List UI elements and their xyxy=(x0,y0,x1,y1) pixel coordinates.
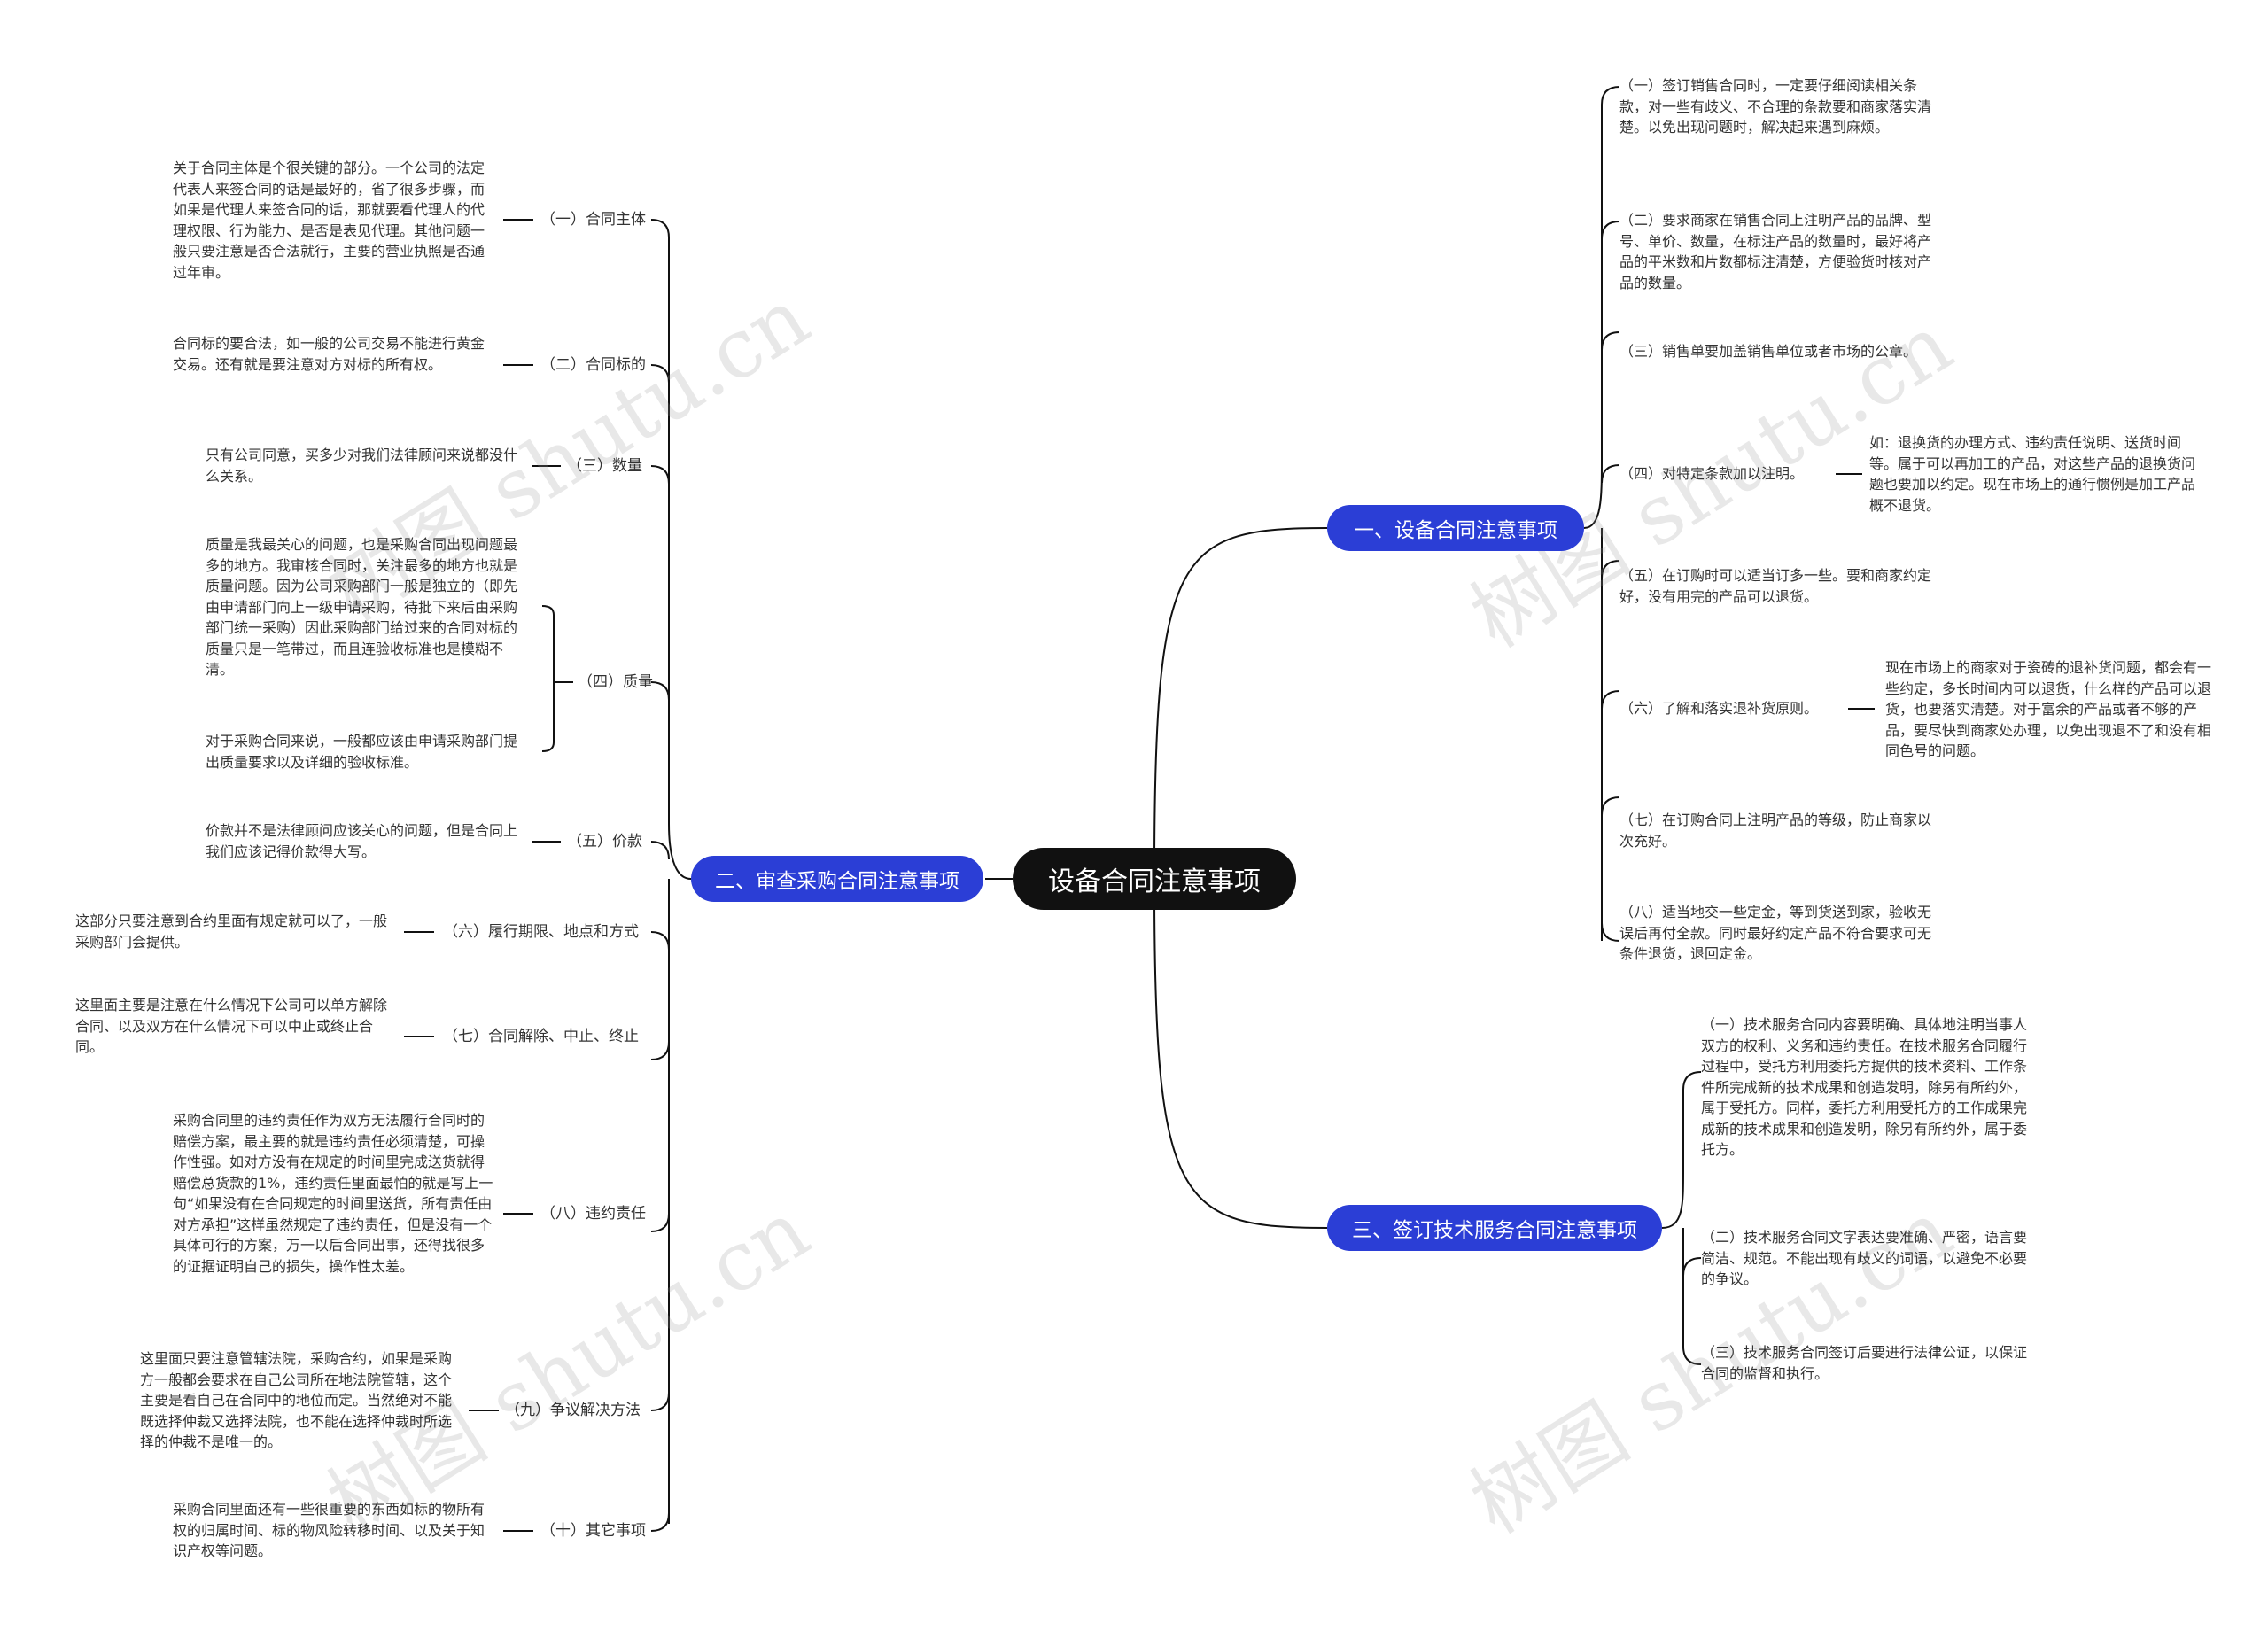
b2-sub-price[interactable]: （五）价款 xyxy=(567,833,642,850)
b2-sub-quantity[interactable]: （三）数量 xyxy=(567,457,642,475)
b2-detail-other[interactable]: 采购合同里面还有一些很重要的东西如标的物所有权的归属时间、标的物风险转移时间、以… xyxy=(173,1501,485,1559)
b2-detail-liability[interactable]: 采购合同里的违约责任作为双方无法履行合同时的赔偿方案，最主要的就是违约责任必须清… xyxy=(173,1112,493,1275)
b2-sub-contract-subject[interactable]: （一）合同主体 xyxy=(540,211,646,229)
b3-item-3[interactable]: （三）技术服务合同签订后要进行法律公证，以保证合同的监督和执行。 xyxy=(1701,1344,2028,1382)
b2-detail-contract-object[interactable]: 合同标的要合法，如一般的公司交易不能进行黄金交易。还有就是要注意对方对标的所有权… xyxy=(173,335,485,373)
branch-tech-service-contract[interactable]: 三、签订技术服务合同注意事项 xyxy=(1327,1205,1662,1251)
b2-sub-liability[interactable]: （八）违约责任 xyxy=(540,1205,646,1223)
b2-sub-dispute[interactable]: （九）争议解决方法 xyxy=(505,1402,641,1419)
root-node[interactable]: 设备合同注意事项 xyxy=(1013,848,1296,910)
b1-item-6[interactable]: （六）了解和落实退补货原则。 xyxy=(1619,700,1819,717)
b1-item-1[interactable]: （一）签订销售合同时，一定要仔细阅读相关条款，对一些有歧义、不合理的条款要和商家… xyxy=(1619,77,1932,136)
b1-item-6-detail[interactable]: 现在市场上的商家对于瓷砖的退补货问题，都会有一些约定，多长时间内可以退货，什么样… xyxy=(1885,659,2212,759)
branch-procurement-review[interactable]: 二、审查采购合同注意事项 xyxy=(691,856,983,902)
b2-sub-termination[interactable]: （七）合同解除、中止、终止 xyxy=(443,1028,639,1045)
b1-item-3[interactable]: （三）销售单要加盖销售单位或者市场的公章。 xyxy=(1619,343,1918,360)
b1-item-4-detail[interactable]: 如：退换货的办理方式、违约责任说明、送货时间等。属于可以再加工的产品，对这些产品… xyxy=(1869,434,2196,514)
b2-detail-quantity[interactable]: 只有公司同意，买多少对我们法律顾问来说都没什么关系。 xyxy=(206,447,518,485)
b1-item-5[interactable]: （五）在订购时可以适当订多一些。要和商家约定好，没有用完的产品可以退货。 xyxy=(1619,567,1932,605)
b2-detail-quality-1[interactable]: 质量是我最关心的问题，也是采购合同出现问题最多的地方。我审核合同时，关注最多的地… xyxy=(206,536,518,678)
b2-detail-contract-subject[interactable]: 关于合同主体是个很关键的部分。一个公司的法定代表人来签合同的话是最好的，省了很多… xyxy=(173,159,485,281)
b2-detail-price[interactable]: 价款并不是法律顾问应该关心的问题，但是合同上我们应该记得价款得大写。 xyxy=(206,822,518,860)
b2-sub-performance[interactable]: （六）履行期限、地点和方式 xyxy=(443,923,639,941)
b1-item-4[interactable]: （四）对特定条款加以注明。 xyxy=(1619,465,1805,482)
b2-detail-performance[interactable]: 这部分只要注意到合约里面有规定就可以了，一般采购部门会提供。 xyxy=(75,913,388,951)
b2-detail-termination[interactable]: 这里面主要是注意在什么情况下公司可以单方解除合同、以及双方在什么情况下可以中止或… xyxy=(75,997,388,1055)
b3-item-2[interactable]: （二）技术服务合同文字表达要准确、严密，语言要简洁、规范。不能出现有歧义的词语，… xyxy=(1701,1229,2028,1287)
b1-item-2[interactable]: （二）要求商家在销售合同上注明产品的品牌、型号、单价、数量，在标注产品的数量时，… xyxy=(1619,212,1932,291)
branch-equipment-contract[interactable]: 一、设备合同注意事项 xyxy=(1327,505,1584,551)
b1-item-7[interactable]: （七）在订购合同上注明产品的等级，防止商家以次充好。 xyxy=(1619,812,1932,850)
b2-detail-quality-2[interactable]: 对于采购合同来说，一般都应该由申请采购部门提出质量要求以及详细的验收标准。 xyxy=(206,733,518,771)
b2-detail-dispute[interactable]: 这里面只要注意管辖法院，采购合约，如果是采购方一般都会要求在自己公司所在地法院管… xyxy=(140,1350,453,1450)
b2-sub-contract-object[interactable]: （二）合同标的 xyxy=(540,356,646,374)
b1-item-8[interactable]: （八）适当地交一些定金，等到货送到家，验收无误后再付全款。同时最好约定产品不符合… xyxy=(1619,904,1932,962)
b3-item-1[interactable]: （一）技术服务合同内容要明确、具体地注明当事人双方的权利、义务和违约责任。在技术… xyxy=(1701,1016,2028,1158)
b2-sub-quality[interactable]: （四）质量 xyxy=(578,673,653,691)
b2-sub-other[interactable]: （十）其它事项 xyxy=(540,1522,646,1540)
